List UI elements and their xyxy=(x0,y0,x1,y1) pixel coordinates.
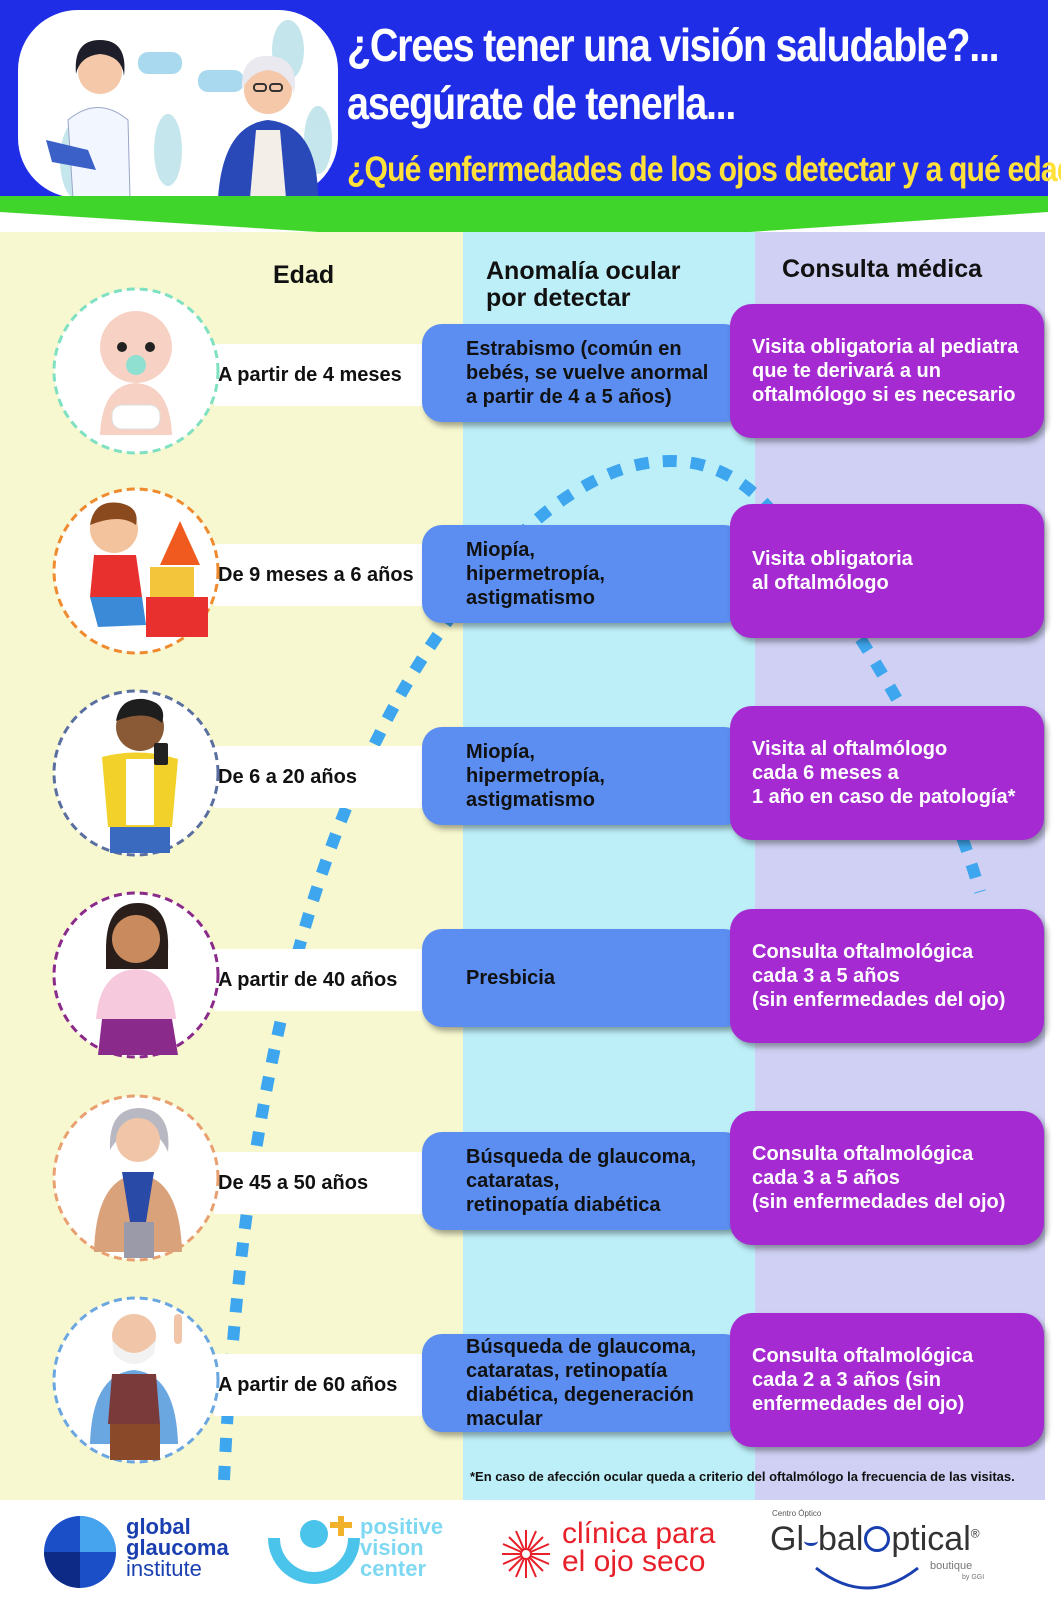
go-registered: ® xyxy=(970,1526,980,1541)
pvc-line-3: center xyxy=(360,1556,427,1581)
child-with-blocks-icon xyxy=(52,487,220,655)
anomaly-box: Búsqueda de glaucoma, cataratas, retinop… xyxy=(422,1334,744,1432)
pvc-logo-icon xyxy=(268,1516,360,1584)
age-label: De 9 meses a 6 años xyxy=(214,544,454,606)
consult-text: Consulta oftalmológica cada 2 a 3 años (… xyxy=(752,1345,974,1415)
anomaly-text: Presbicia xyxy=(466,967,555,989)
green-band xyxy=(0,196,1048,246)
go-name-c: ptical xyxy=(891,1520,971,1558)
ggi-line-3: institute xyxy=(126,1556,202,1581)
sunburst-icon xyxy=(502,1530,550,1578)
column-anomalia-background xyxy=(463,232,755,1500)
page-title: ¿Crees tener una visión saludable?... as… xyxy=(347,16,1000,132)
consult-text: Consulta oftalmológica cada 3 a 5 años (… xyxy=(752,941,1006,1011)
anomaly-text: Búsqueda de glaucoma, cataratas, retinop… xyxy=(466,1336,697,1430)
elderly-man-icon xyxy=(52,1296,220,1464)
baby-icon xyxy=(52,287,220,455)
go-by: by GGI xyxy=(962,1574,985,1581)
anomaly-box: Estrabismo (común en bebés, se vuelve an… xyxy=(422,324,744,422)
woman-icon xyxy=(52,891,220,1059)
anomaly-text: Búsqueda de glaucoma, cataratas, retinop… xyxy=(466,1146,697,1216)
go-name-a: Gl xyxy=(770,1520,804,1558)
consult-box: Visita obligatoria al pediatra que te de… xyxy=(730,304,1044,438)
consult-box: Consulta oftalmológica cada 2 a 3 años (… xyxy=(730,1313,1044,1447)
go-o-icon xyxy=(864,1526,891,1552)
teen-with-phone-icon xyxy=(52,689,220,857)
page-subtitle: ¿Qué enfermedades de los ojos detectar y… xyxy=(347,150,1061,189)
go-swoosh-icon xyxy=(804,1536,818,1547)
column-header-consulta: Consulta médica xyxy=(782,255,983,283)
clinica-line-2: el ojo seco xyxy=(562,1545,706,1578)
anomaly-box: Presbicia xyxy=(422,929,744,1027)
column-header-edad: Edad xyxy=(273,261,335,289)
consult-box: Visita al oftalmólogo cada 6 meses a 1 a… xyxy=(730,706,1044,840)
anomaly-box: Búsqueda de glaucoma, cataratas, retinop… xyxy=(422,1132,744,1230)
column-header-anomalia: Anomalía ocular por detectar xyxy=(486,257,681,312)
age-label: A partir de 40 años xyxy=(214,949,454,1011)
go-arc-icon xyxy=(815,1566,919,1590)
anomaly-text: Miopía, hipermetropía, astigmatismo xyxy=(466,539,605,609)
consult-text: Visita obligatoria al pediatra que te de… xyxy=(752,336,1019,406)
consult-box: Consulta oftalmológica cada 3 a 5 años (… xyxy=(730,909,1044,1043)
pvc-line-2: vision xyxy=(360,1535,424,1560)
older-woman-icon xyxy=(52,1094,220,1262)
title-line-2: asegúrate de tenerla... xyxy=(347,77,736,129)
anomaly-box: Miopía, hipermetropía, astigmatismo xyxy=(422,727,744,825)
consult-text: Visita al oftalmólogo cada 6 meses a 1 a… xyxy=(752,738,1016,808)
anomaly-box: Miopía, hipermetropía, astigmatismo xyxy=(422,525,744,623)
footnote: *En caso de afección ocular queda a crit… xyxy=(470,1469,1015,1484)
footer-logos: global glaucoma institute positive visio… xyxy=(0,1500,1061,1600)
go-small-label: Centro Óptico xyxy=(772,1509,822,1518)
ggi-logo-icon xyxy=(44,1516,116,1588)
age-label: A partir de 60 años xyxy=(214,1354,454,1416)
go-sub: boutique xyxy=(930,1560,973,1572)
header-banner: ¿Crees tener una visión saludable?... as… xyxy=(0,0,1061,212)
anomaly-text: Estrabismo (común en bebés, se vuelve an… xyxy=(466,338,709,408)
clinica-line-1: clínica para xyxy=(562,1517,716,1550)
ggi-line-2: glaucoma xyxy=(126,1535,229,1560)
age-label: De 45 a 50 años xyxy=(214,1152,454,1214)
pvc-line-1: positive xyxy=(360,1514,444,1539)
consult-text: Consulta oftalmológica cada 3 a 5 años (… xyxy=(752,1143,1006,1213)
ggi-line-1: global xyxy=(126,1514,191,1539)
age-label: De 6 a 20 años xyxy=(214,746,454,808)
consult-box: Consulta oftalmológica cada 3 a 5 años (… xyxy=(730,1111,1044,1245)
anomaly-text: Miopía, hipermetropía, astigmatismo xyxy=(466,741,605,811)
doctor-and-patient-illustration xyxy=(18,10,338,198)
consult-box: Visita obligatoria al oftalmólogo xyxy=(730,504,1044,638)
consult-text: Visita obligatoria al oftalmólogo xyxy=(752,548,913,594)
title-line-1: ¿Crees tener una visión saludable?... xyxy=(347,19,1000,71)
go-name-b: bal xyxy=(818,1520,864,1558)
age-label: A partir de 4 meses xyxy=(214,344,454,406)
